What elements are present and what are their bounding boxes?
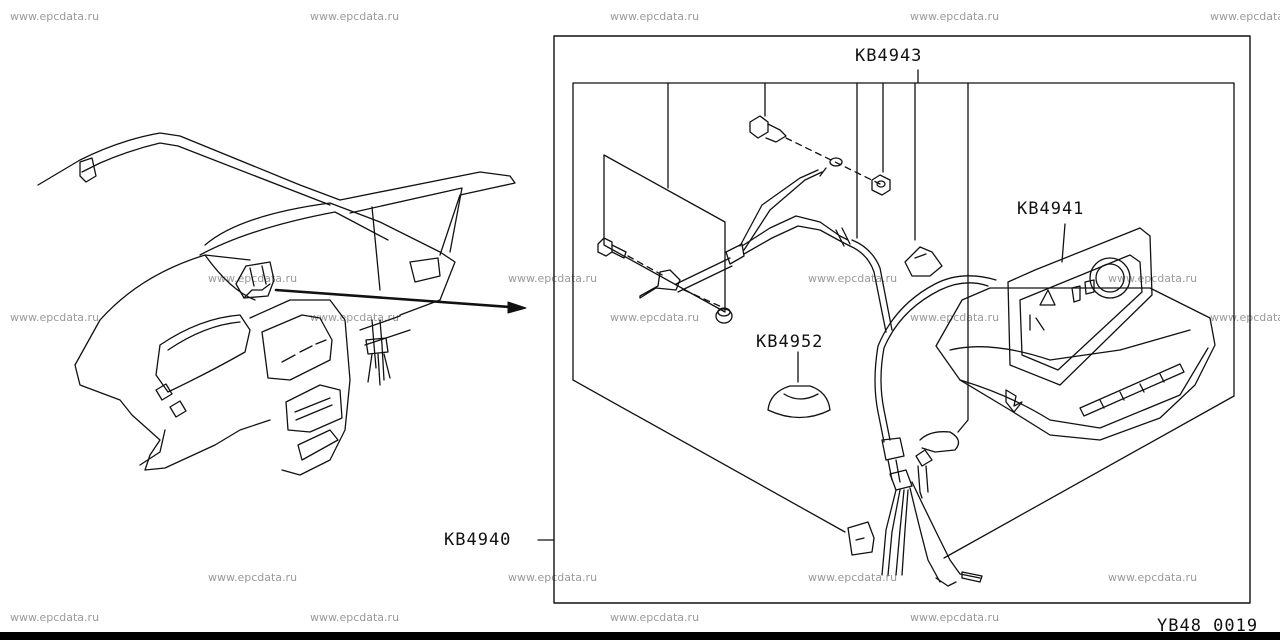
mounting-plate (603, 154, 726, 313)
display-unit (935, 223, 1216, 441)
watermark: www.epcdata.ru (508, 272, 598, 285)
part-label-kb4943: KB4943 (855, 46, 923, 66)
bottom-border (0, 632, 1280, 640)
watermark: www.epcdata.ru (10, 10, 100, 23)
sensor-icon (639, 169, 893, 333)
watermark: www.epcdata.ru (508, 571, 598, 584)
watermark: www.epcdata.ru (1210, 311, 1280, 324)
watermark: www.epcdata.ru (910, 10, 1000, 23)
dashboard-overview (37, 132, 516, 476)
watermark: www.epcdata.ru (610, 311, 700, 324)
grommet-icon (715, 307, 733, 324)
part-label-kb4941: KB4941 (1017, 199, 1085, 219)
watermark: www.epcdata.ru (1108, 571, 1198, 584)
part-label-kb4940: KB4940 (444, 530, 512, 550)
watermark: www.epcdata.ru (910, 611, 1000, 624)
washer-icon (829, 157, 843, 167)
figure-code: YB48 0019 (1157, 616, 1259, 636)
detail-frame (553, 35, 1251, 604)
location-arrow (274, 288, 527, 314)
watermark: www.epcdata.ru (808, 571, 898, 584)
watermark: www.epcdata.ru (610, 10, 700, 23)
watermark: www.epcdata.ru (310, 10, 400, 23)
nut-icon (871, 174, 891, 196)
cover-cap (767, 351, 831, 419)
part-label-kb4952: KB4952 (756, 332, 824, 352)
watermark: www.epcdata.ru (10, 311, 100, 324)
watermark: www.epcdata.ru (910, 311, 1000, 324)
watermark: www.epcdata.ru (310, 311, 400, 324)
kit-boundary (572, 82, 1235, 559)
clip-icon (904, 246, 943, 277)
wiring-harness (847, 275, 997, 587)
watermark: www.epcdata.ru (208, 571, 298, 584)
watermark: www.epcdata.ru (10, 611, 100, 624)
bolt-dashline (785, 137, 881, 185)
kb4943-leaders (667, 69, 969, 433)
watermark: www.epcdata.ru (310, 611, 400, 624)
watermark: www.epcdata.ru (610, 611, 700, 624)
screw-icon (597, 237, 627, 259)
watermark: www.epcdata.ru (1210, 10, 1280, 23)
bolt-icon (749, 115, 787, 143)
